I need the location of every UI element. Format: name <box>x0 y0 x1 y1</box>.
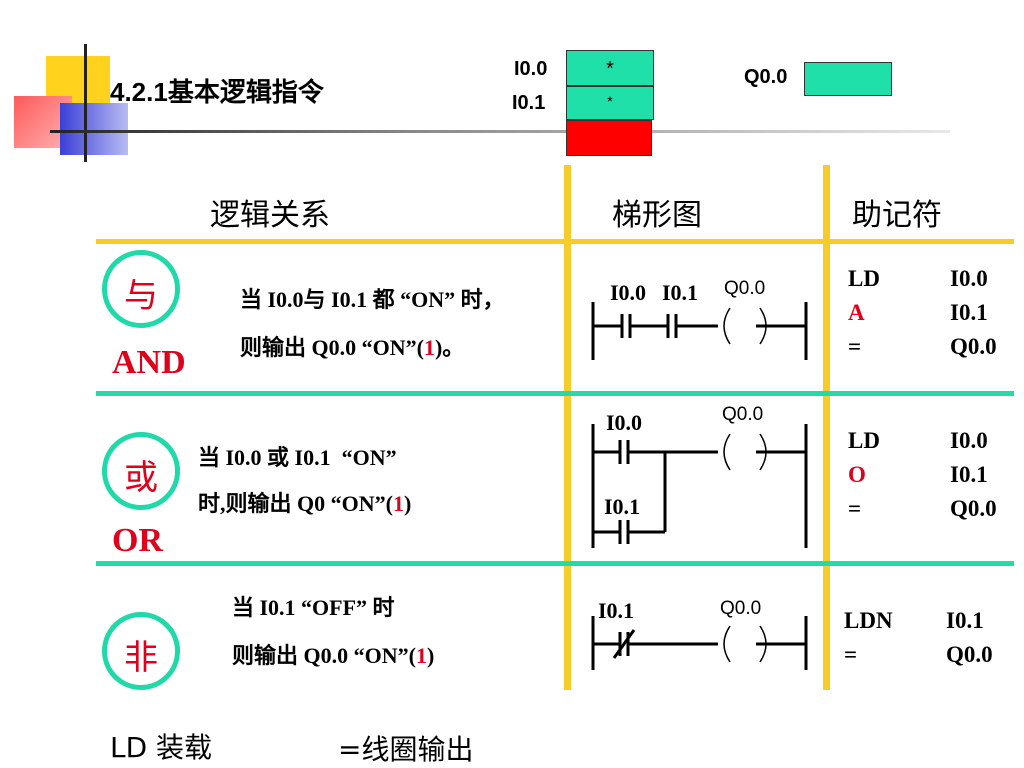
deco-blue-square <box>60 103 128 155</box>
column-divider-1 <box>564 165 571 690</box>
deco-vertical-bar <box>84 44 87 162</box>
input-red-indicator <box>566 120 652 156</box>
or-mnemonic-op-3: = <box>848 496 862 521</box>
input-i00-value: * <box>606 58 614 80</box>
or-coil <box>723 433 767 471</box>
header-divider <box>96 239 1014 244</box>
not-desc-line1: 当 I0.1 “OFF” 时 <box>232 595 395 620</box>
or-symbol-circle <box>102 432 180 510</box>
not-mnemonic-operand-1: I0.1 <box>946 608 984 633</box>
or-mnemonic-operand-2: I0.1 <box>950 462 988 487</box>
and-symbol-circle <box>102 250 180 328</box>
or-coil-label: Q0.0 <box>722 404 764 425</box>
not-coil <box>723 625 767 663</box>
or-mnemonic-op-2: O <box>848 462 866 487</box>
column-header-logic: 逻辑关系 <box>210 198 330 233</box>
not-desc-line2: 则输出 Q0.0 “ON”(1) <box>232 638 434 670</box>
input-i00-indicator: * <box>566 50 654 86</box>
not-contact-slash <box>612 629 636 659</box>
output-q00-indicator <box>804 62 892 96</box>
and-desc-line2-pre: 则输出 Q0.0 “ON”( <box>240 335 424 360</box>
and-mnemonic-op-2: A <box>848 300 865 325</box>
row-divider-2 <box>96 561 1014 566</box>
and-desc-line2: 则输出 Q0.0 “ON”(1)。 <box>240 330 464 362</box>
and-desc-line1: 当 I0.0与 I0.1 都 “ON” 时， <box>240 287 505 312</box>
not-symbol-circle <box>102 612 180 690</box>
footer-ld-note: LD 装载 <box>110 731 213 764</box>
input-i01-indicator: * <box>566 86 654 120</box>
not-mnemonic-op-2: = <box>844 642 858 667</box>
and-coil <box>723 307 767 345</box>
deco-horizontal-bar <box>50 130 950 133</box>
input-i00-label: I0.0 <box>514 58 548 80</box>
or-desc-line2-post: ) <box>403 491 412 516</box>
or-symbol: 或 <box>124 458 158 498</box>
or-desc-line2-pre: 时,则输出 Q0 “ON”( <box>198 491 393 516</box>
and-mnemonic-operand-2: I0.1 <box>950 300 988 325</box>
or-desc-value: 1 <box>392 491 404 516</box>
or-ladder-diagram <box>591 424 808 548</box>
and-symbol: 与 <box>124 276 158 316</box>
and-name: AND <box>112 344 186 381</box>
or-name: OR <box>112 522 163 559</box>
not-contact-label: I0.1 <box>598 598 635 623</box>
or-mnemonic-operand-1: I0.0 <box>950 428 988 453</box>
and-mnemonic-operand-3: Q0.0 <box>950 334 997 359</box>
or-mnemonic-op-1: LD <box>848 428 880 453</box>
not-desc-value: 1 <box>415 643 427 668</box>
column-header-ladder: 梯形图 <box>612 198 702 233</box>
not-desc-line2-post: ) <box>426 643 435 668</box>
or-contact-1-label: I0.0 <box>606 410 643 435</box>
page-title: 4.2.1基本逻辑指令 <box>110 77 324 107</box>
and-mnemonic-op-1: LD <box>848 266 880 291</box>
or-desc-line1: 当 I0.0 或 I0.1 “ON” <box>198 445 397 470</box>
not-desc-line2-pre: 则输出 Q0.0 “ON”( <box>232 643 416 668</box>
and-ladder-diagram <box>591 302 808 360</box>
input-i01-value: * <box>607 93 613 109</box>
or-contact-2-label: I0.1 <box>604 494 641 519</box>
and-coil-label: Q0.0 <box>724 278 766 299</box>
output-q00-label: Q0.0 <box>744 66 788 88</box>
not-ladder-diagram <box>591 616 808 670</box>
not-symbol: 非 <box>124 638 158 678</box>
and-mnemonic-op-3: = <box>848 334 862 359</box>
and-contact-1-label: I0.0 <box>610 280 647 305</box>
not-coil-label: Q0.0 <box>720 598 762 619</box>
and-contact-2-label: I0.1 <box>662 280 699 305</box>
and-mnemonic-operand-1: I0.0 <box>950 266 988 291</box>
input-i01-label: I0.1 <box>512 92 546 114</box>
row-divider-1 <box>96 391 1014 396</box>
not-mnemonic-operand-2: Q0.0 <box>946 642 993 667</box>
and-desc-value: 1 <box>423 335 435 360</box>
column-divider-2 <box>823 165 830 690</box>
footer-eq-note: =线圈输出 <box>338 733 474 766</box>
column-header-mnemonic: 助记符 <box>852 198 942 233</box>
not-mnemonic-op-1: LDN <box>844 608 893 633</box>
or-desc-line2: 时,则输出 Q0 “ON”(1) <box>198 486 411 518</box>
and-desc-line2-post: )。 <box>434 335 465 360</box>
or-mnemonic-operand-3: Q0.0 <box>950 496 997 521</box>
